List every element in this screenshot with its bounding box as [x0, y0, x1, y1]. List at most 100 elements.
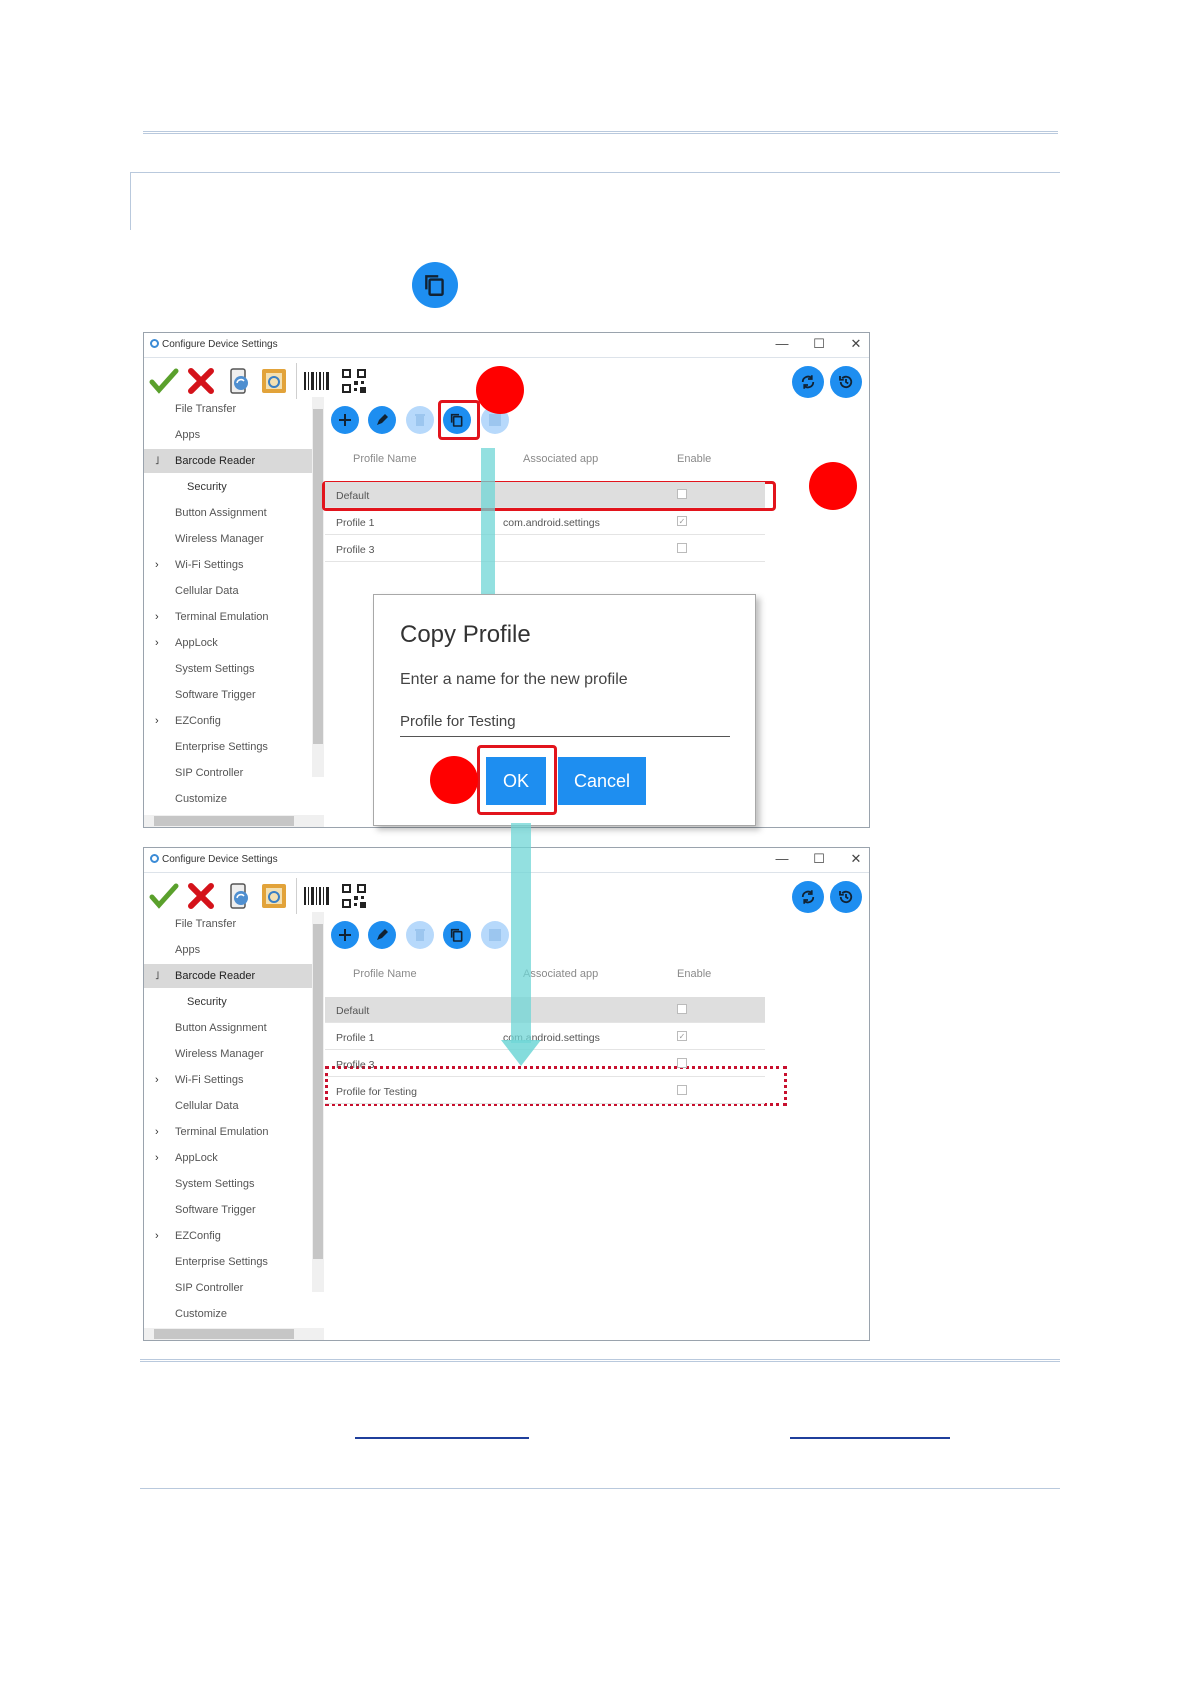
- minimize-button[interactable]: —: [775, 851, 789, 866]
- restore-icon[interactable]: [259, 366, 289, 396]
- sidebar-item[interactable]: Button Assignment: [144, 1016, 312, 1040]
- minimize-button[interactable]: —: [775, 336, 789, 351]
- sidebar-item[interactable]: ›Terminal Emulation: [144, 605, 312, 629]
- enable-checkbox[interactable]: [677, 1058, 687, 1068]
- sidebar-item[interactable]: Security: [144, 990, 312, 1014]
- maximize-button[interactable]: ☐: [813, 851, 825, 866]
- sidebar-item[interactable]: Apps: [144, 938, 312, 962]
- sidebar-item[interactable]: File Transfer: [144, 397, 312, 421]
- sidebar-item[interactable]: Customize: [144, 787, 312, 811]
- restore-icon[interactable]: [259, 881, 289, 911]
- qr-icon[interactable]: [339, 366, 369, 396]
- edit-profile-button[interactable]: [368, 406, 396, 434]
- add-profile-button[interactable]: [331, 406, 359, 434]
- window-title: Configure Device Settings: [162, 339, 278, 350]
- sidebar-item[interactable]: Enterprise Settings: [144, 1250, 312, 1274]
- enable-checkbox[interactable]: ✓: [677, 516, 687, 526]
- sidebar-item[interactable]: ›Wi-Fi Settings: [144, 1068, 312, 1092]
- table-row[interactable]: Profile 3: [325, 1051, 765, 1077]
- qr-icon[interactable]: [339, 881, 369, 911]
- chevron-right-icon[interactable]: ›: [155, 559, 159, 571]
- enable-checkbox[interactable]: [677, 543, 687, 553]
- delete-profile-button[interactable]: [406, 406, 434, 434]
- sidebar-item[interactable]: Cellular Data: [144, 579, 312, 603]
- sidebar-item[interactable]: Security: [144, 475, 312, 499]
- sync-button[interactable]: [792, 366, 824, 398]
- edit-profile-button[interactable]: [368, 921, 396, 949]
- x-icon[interactable]: [186, 881, 216, 911]
- sidebar-item[interactable]: ›Wi-Fi Settings: [144, 553, 312, 577]
- device-sync-icon[interactable]: [224, 366, 254, 396]
- copy-profile-button[interactable]: [443, 921, 471, 949]
- sidebar-item[interactable]: Cellular Data: [144, 1094, 312, 1118]
- collapse-icon[interactable]: ˩: [155, 455, 160, 467]
- sidebar-item[interactable]: Software Trigger: [144, 683, 312, 707]
- sidebar-item[interactable]: Wireless Manager: [144, 527, 312, 551]
- table-row[interactable]: Profile for Testing: [325, 1078, 765, 1104]
- add-profile-button[interactable]: [331, 921, 359, 949]
- sidebar-item[interactable]: SIP Controller: [144, 761, 312, 785]
- maximize-button[interactable]: ☐: [813, 336, 825, 351]
- history-button[interactable]: [830, 366, 862, 398]
- cancel-button[interactable]: Cancel: [558, 757, 646, 805]
- chevron-right-icon[interactable]: ›: [155, 611, 159, 623]
- rename-profile-button[interactable]: [481, 921, 509, 949]
- section-rule: [130, 172, 1060, 173]
- chevron-right-icon[interactable]: ›: [155, 1152, 159, 1164]
- enable-checkbox[interactable]: [677, 1004, 687, 1014]
- sidebar-item[interactable]: ˩Barcode Reader: [144, 449, 312, 473]
- sidebar-item[interactable]: Apps: [144, 423, 312, 447]
- chevron-right-icon[interactable]: ›: [155, 637, 159, 649]
- history-button[interactable]: [830, 881, 862, 913]
- sidebar-item[interactable]: Button Assignment: [144, 501, 312, 525]
- sidebar-item[interactable]: File Transfer: [144, 912, 312, 936]
- profile-name-input[interactable]: Profile for Testing: [400, 713, 730, 737]
- table-row[interactable]: Default: [325, 482, 765, 508]
- sidebar-item[interactable]: ›AppLock: [144, 631, 312, 655]
- sidebar-item[interactable]: ›EZConfig: [144, 709, 312, 733]
- footer-link-1[interactable]: [355, 1437, 529, 1439]
- sidebar-item[interactable]: ›Terminal Emulation: [144, 1120, 312, 1144]
- table-row[interactable]: Default: [325, 997, 765, 1023]
- collapse-icon[interactable]: ˩: [155, 970, 160, 982]
- edit-icon: [489, 414, 501, 426]
- barcode-icon[interactable]: [302, 366, 332, 396]
- chevron-right-icon[interactable]: ›: [155, 1126, 159, 1138]
- footer-link-2[interactable]: [790, 1437, 950, 1439]
- sidebar-item[interactable]: ›EZConfig: [144, 1224, 312, 1248]
- enable-checkbox[interactable]: [677, 489, 687, 499]
- sidebar-item[interactable]: System Settings: [144, 1172, 312, 1196]
- sidebar-item[interactable]: Software Trigger: [144, 1198, 312, 1222]
- sidebar-item[interactable]: SIP Controller: [144, 1276, 312, 1300]
- chevron-right-icon[interactable]: ›: [155, 715, 159, 727]
- sidebar-hscrollbar[interactable]: [144, 815, 324, 827]
- edit-icon: [489, 929, 501, 941]
- sidebar-hscrollbar[interactable]: [144, 1328, 324, 1340]
- sidebar-item[interactable]: System Settings: [144, 657, 312, 681]
- sidebar-item[interactable]: Wireless Manager: [144, 1042, 312, 1066]
- sync-button[interactable]: [792, 881, 824, 913]
- sidebar-item[interactable]: Enterprise Settings: [144, 735, 312, 759]
- table-row[interactable]: Profile 3: [325, 536, 765, 562]
- sidebar-item[interactable]: ˩Barcode Reader: [144, 964, 312, 988]
- check-icon[interactable]: [149, 881, 179, 911]
- delete-profile-button[interactable]: [406, 921, 434, 949]
- device-sync-icon[interactable]: [224, 881, 254, 911]
- chevron-right-icon[interactable]: ›: [155, 1074, 159, 1086]
- enable-checkbox[interactable]: [677, 1085, 687, 1095]
- sidebar-scrollbar[interactable]: [312, 397, 324, 777]
- sidebar-item[interactable]: Customize: [144, 1302, 312, 1326]
- barcode-icon[interactable]: [302, 881, 332, 911]
- x-icon[interactable]: [186, 366, 216, 396]
- ok-button[interactable]: OK: [486, 757, 546, 805]
- check-icon[interactable]: [149, 366, 179, 396]
- close-button[interactable]: ✕: [850, 336, 862, 351]
- chevron-right-icon[interactable]: ›: [155, 1230, 159, 1242]
- enable-checkbox[interactable]: ✓: [677, 1031, 687, 1041]
- close-button[interactable]: ✕: [850, 851, 862, 866]
- sidebar-item[interactable]: ›AppLock: [144, 1146, 312, 1170]
- sidebar-scrollbar[interactable]: [312, 912, 324, 1292]
- copy-profile-button[interactable]: [443, 406, 471, 434]
